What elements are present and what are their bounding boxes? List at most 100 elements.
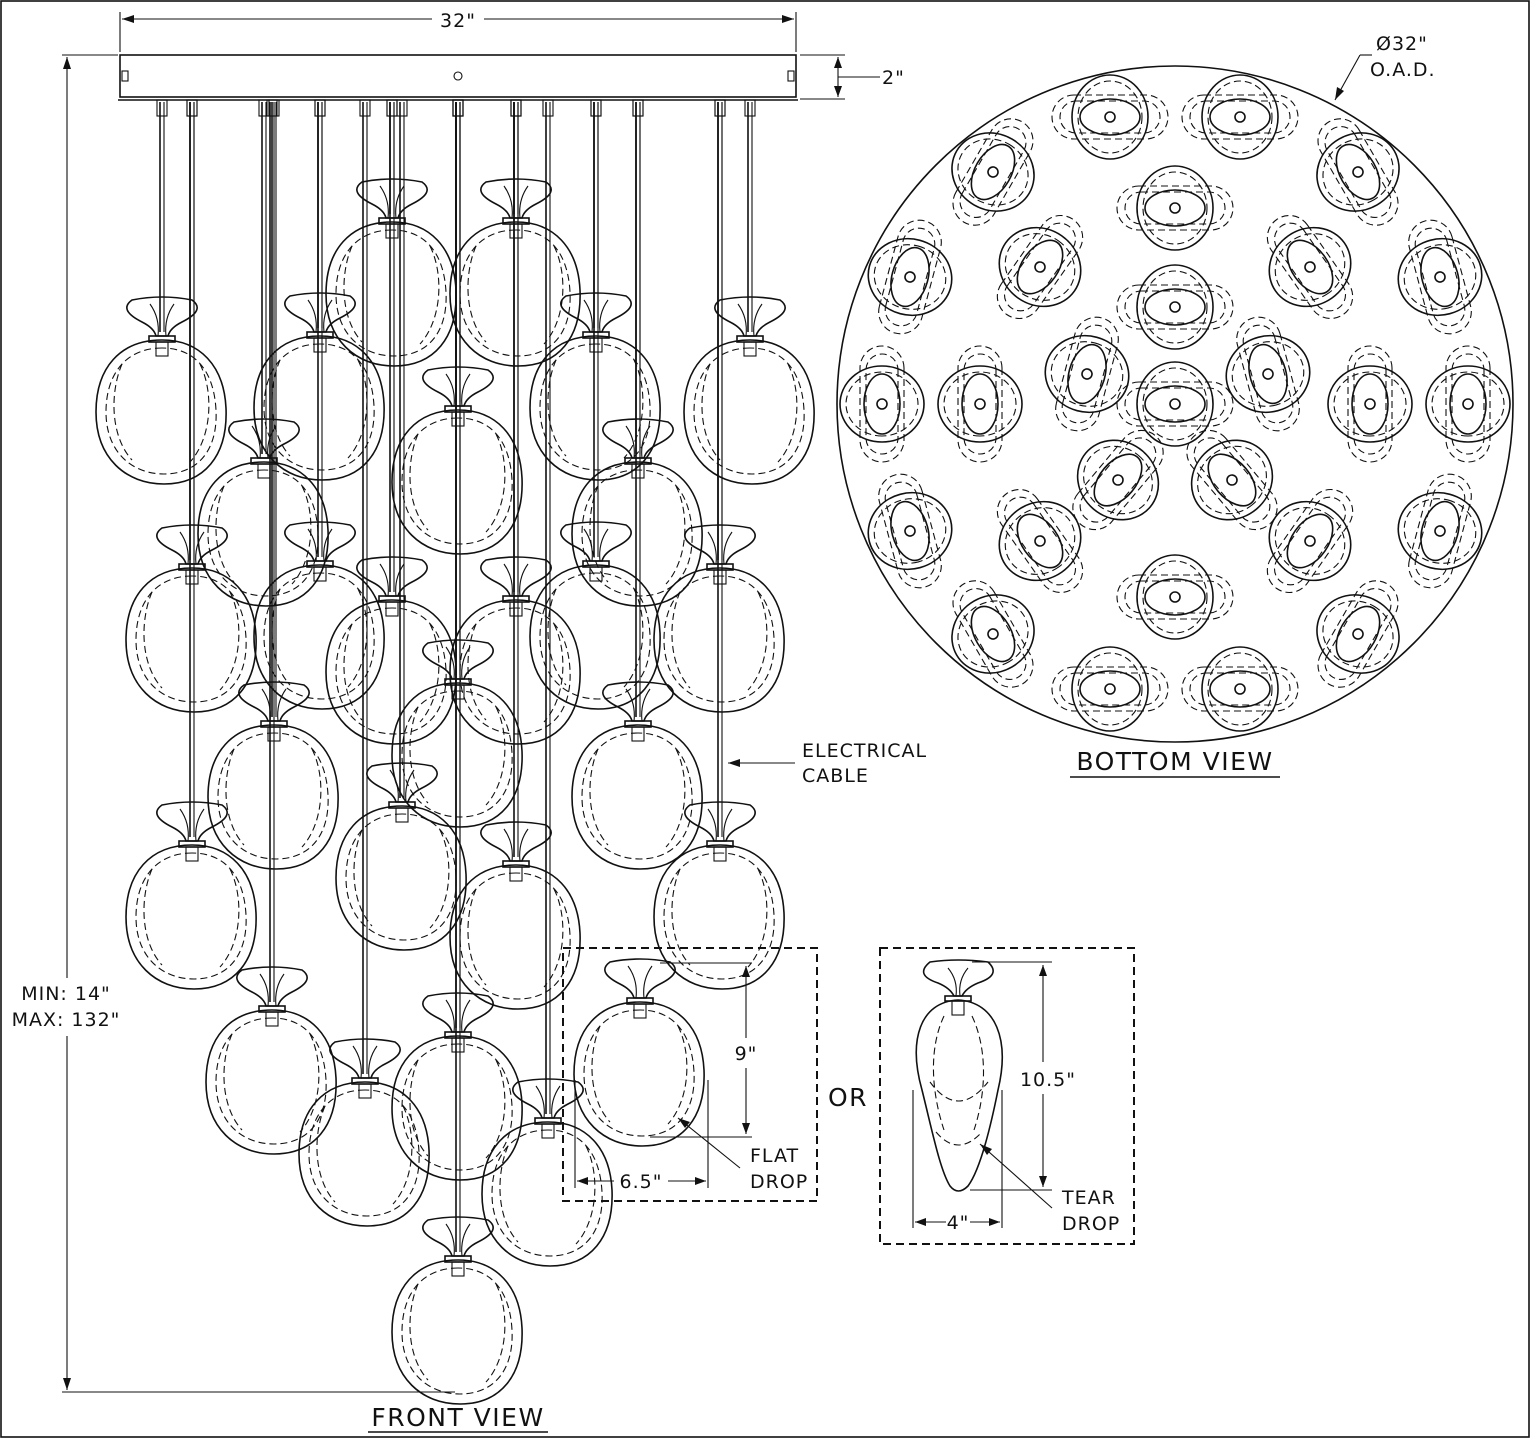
bottom-pendant — [1397, 219, 1483, 335]
pendant-glass-outer — [125, 844, 257, 990]
pendant-glass-inner — [345, 813, 457, 941]
cable-gripper — [714, 99, 726, 117]
pendant-cup-outline — [1236, 316, 1300, 432]
pendant-glass-contour — [113, 363, 210, 463]
pendant-glass-inner — [263, 343, 375, 471]
pendant-cup-rim — [961, 373, 999, 435]
tear-callout-leader — [979, 1143, 1053, 1209]
pendant-glass-outer — [335, 805, 467, 951]
pendant-inner-ring — [957, 138, 1029, 206]
pendant-cup-ribs — [379, 185, 405, 219]
pendant-socket — [1304, 535, 1316, 547]
pendant-cup-outline — [1116, 381, 1234, 427]
pendant-cup-inner — [959, 126, 1027, 218]
pendant-cup-rim — [970, 605, 1016, 663]
pendant-cup-outline — [1408, 219, 1472, 335]
cable-gripper — [510, 99, 522, 117]
flat-drop-pendant — [335, 762, 467, 951]
pendant-socket — [1434, 525, 1446, 537]
pendant-cup-inner — [884, 481, 936, 581]
pendant-cup-inner — [1414, 481, 1466, 581]
pendant-cup-inner — [1353, 353, 1387, 455]
pendant-glass-inner — [401, 690, 513, 818]
pendant-socket — [589, 337, 603, 353]
pendant-cup-ribs — [625, 425, 651, 459]
bottom-pendant — [839, 345, 925, 463]
flat-label-line1: FLAT — [750, 1145, 799, 1167]
flat-drop-pendant — [325, 178, 457, 367]
flat-drop-pendant — [683, 296, 815, 485]
pendant-glass-inner — [263, 572, 375, 700]
bottom-view: Ø32" O.A.D. BOTTOM VIEW — [836, 33, 1514, 778]
pendant-glass-inner — [207, 469, 319, 597]
tear-drop-cup — [922, 959, 994, 997]
pendant-socket — [713, 846, 727, 862]
pendant-cup-rim — [1420, 246, 1460, 308]
cable-gripper — [186, 99, 198, 117]
pendant-socket — [451, 1037, 465, 1053]
pendant-inner-ring — [1274, 507, 1346, 575]
pendant-cup-outline — [1181, 666, 1299, 712]
pendant-inner-ring — [1274, 233, 1346, 301]
pendant-cup-rim — [1248, 343, 1288, 405]
cable-gripper — [632, 99, 644, 117]
cable-gripper — [714, 99, 726, 117]
pendant-cup-outline — [996, 488, 1084, 594]
dim-diameter: Ø32" — [1376, 33, 1428, 55]
pendant-cup-ribs — [307, 528, 333, 562]
cable-gripper — [386, 99, 398, 117]
pendant-inner-ring — [1403, 244, 1477, 310]
dim-min-length: MIN: 14" — [21, 983, 111, 1005]
pendant-inner-ring — [1207, 80, 1273, 154]
pendant-cup-ribs — [707, 808, 733, 842]
pendant-cup-outline — [1445, 345, 1491, 463]
pendant-socket — [1352, 166, 1364, 178]
pendant-socket — [313, 566, 327, 582]
pendant-socket — [589, 566, 603, 582]
pendant-cup — [602, 418, 674, 459]
pendant-outline — [1425, 365, 1511, 443]
pendant-glass-outer — [449, 599, 581, 745]
pendant-cup — [422, 366, 494, 407]
flat-drop-pendant — [253, 521, 385, 710]
pendant-inner-ring — [873, 498, 947, 564]
flat-drop-pendant — [207, 681, 339, 870]
pendant-cup — [366, 762, 438, 803]
pendant-socket — [509, 866, 523, 882]
pendant-outline — [1268, 226, 1352, 308]
pendant-glass-contour — [671, 868, 768, 968]
pendant-glass-outer — [571, 724, 703, 870]
pendant-cup-ribs — [535, 1085, 561, 1119]
pendant-cup — [356, 556, 428, 597]
pendant-inner-ring — [1142, 270, 1208, 344]
pendant-cup-rim — [1144, 189, 1206, 227]
or-label: OR — [828, 1083, 868, 1112]
bottom-pendant — [1266, 488, 1354, 594]
pendant-outline — [1327, 365, 1413, 443]
pendant-cup-rim — [1144, 288, 1206, 326]
pendant-glass-outer — [391, 682, 523, 828]
pendant-inner-ring — [1050, 341, 1124, 407]
pendant-glass-contour — [467, 888, 564, 988]
pendant-cup-outline — [1181, 94, 1299, 140]
pendant-cup-rim — [1016, 513, 1064, 569]
flat-drop-height: 9" — [735, 1043, 758, 1065]
pendant-cup-inner — [1193, 437, 1271, 523]
pendant-cup-outline — [952, 580, 1034, 688]
pendant-socket — [743, 341, 757, 357]
pendant-cup-ribs — [352, 1045, 378, 1079]
pendant-cup — [480, 556, 552, 597]
pendant-glass-inner — [581, 469, 693, 597]
pendant-cup-outline — [878, 473, 942, 589]
bottom-pendant — [996, 214, 1084, 320]
pendant-glass-outer — [481, 1121, 613, 1267]
front-view-title: FRONT VIEW — [371, 1403, 544, 1432]
flat-drop-pendant — [481, 1078, 613, 1267]
pendant-cup-inner — [1273, 496, 1347, 586]
pendant-outline — [1136, 361, 1214, 447]
pendant-cup-inner — [1124, 290, 1226, 324]
tear-drop-cup-ribs — [947, 967, 969, 997]
pendant-outline — [1071, 646, 1149, 732]
pendant-cup-ribs — [149, 303, 175, 337]
